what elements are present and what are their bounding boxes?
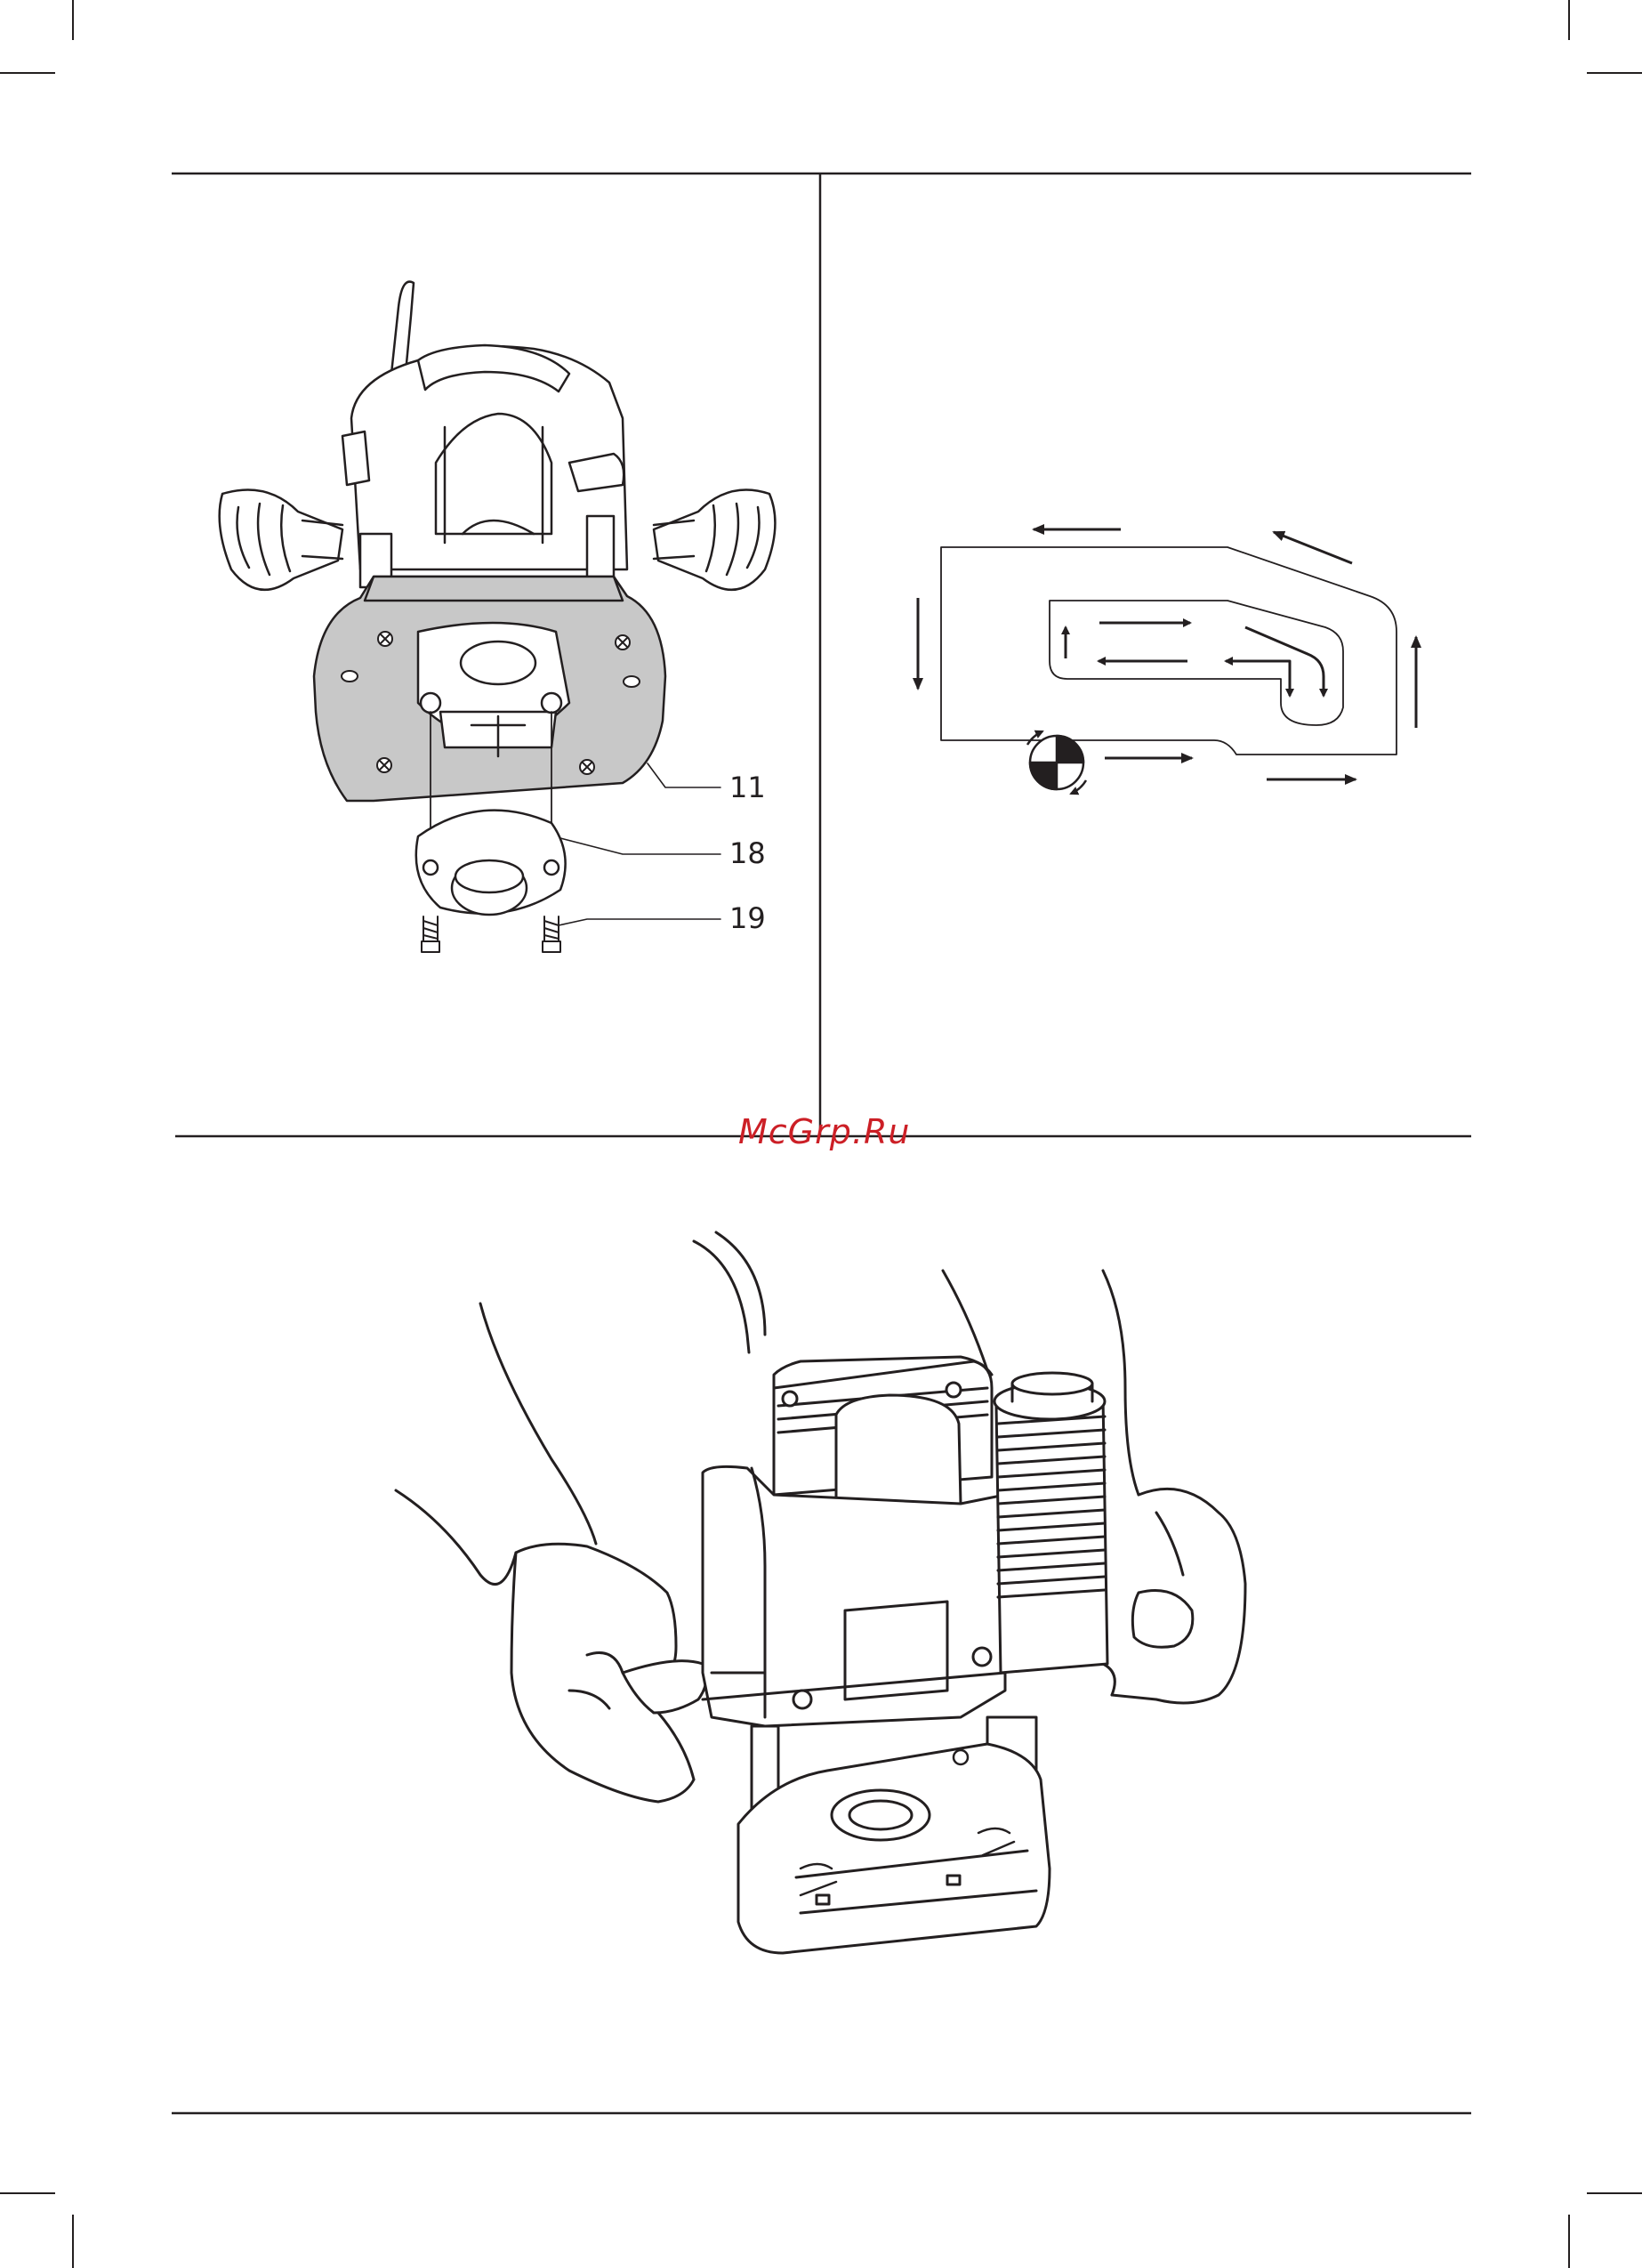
callout-11: 11 (729, 771, 766, 804)
router-operation-illustration (396, 1232, 1245, 1953)
outer-arrows (918, 529, 1416, 779)
routing-direction-diagram (918, 529, 1416, 794)
callout-19: 19 (729, 901, 766, 935)
router-base-illustration (220, 282, 776, 952)
left-handle (220, 490, 342, 590)
inner-cutout (1050, 601, 1343, 725)
left-hand-icon (396, 1303, 706, 1802)
router-base (738, 1744, 1050, 1953)
inner-arrows (1066, 623, 1324, 696)
callout-18: 18 (729, 836, 766, 870)
callout-leaders (559, 763, 720, 925)
watermark-text: McGrp.Ru (738, 1112, 910, 1151)
right-handle (654, 490, 775, 590)
power-cord (694, 1241, 749, 1352)
mounting-screws (422, 916, 560, 952)
guide-bush (416, 811, 566, 915)
